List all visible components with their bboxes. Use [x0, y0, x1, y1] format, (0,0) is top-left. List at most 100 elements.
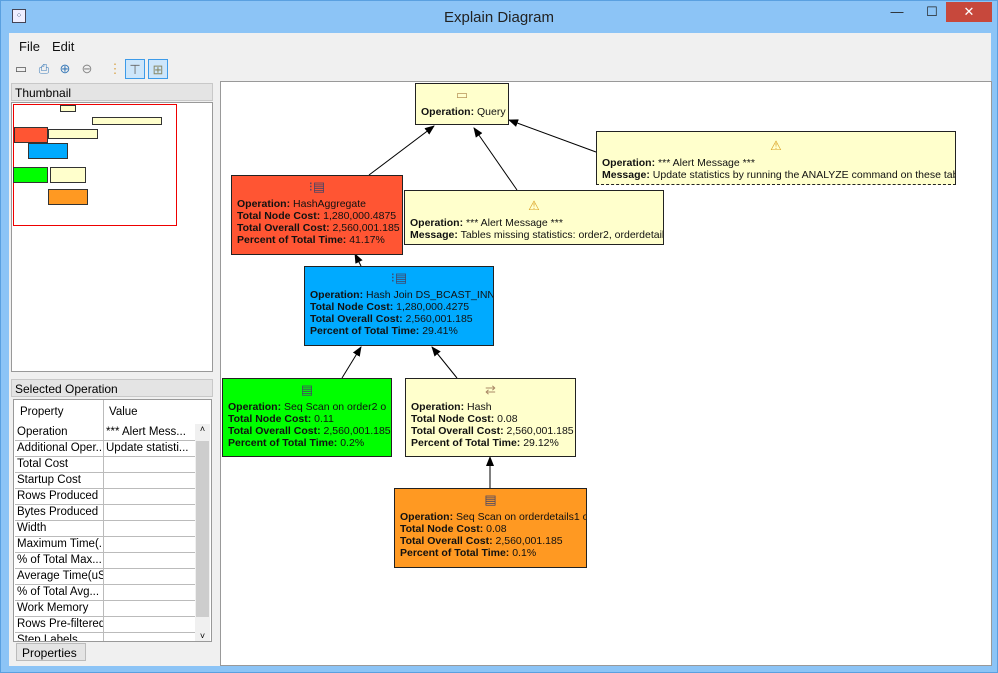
table-row[interactable]: Rows Pre-filtered: [15, 617, 195, 633]
op-value: Hash: [467, 401, 492, 413]
node-alert-missing-stats[interactable]: ⚠ Operation: *** Alert Message *** Messa…: [404, 190, 664, 245]
menu-edit[interactable]: Edit: [52, 39, 75, 54]
op-value: Seq Scan on orderdetails1 od: [456, 511, 587, 523]
print-icon[interactable]: ⎙: [38, 61, 50, 76]
properties-tab[interactable]: Properties: [16, 643, 86, 661]
close-button[interactable]: ✕: [946, 2, 992, 22]
properties-table: Property Value Operation*** Alert Mess..…: [13, 399, 212, 642]
overall-cost-label: Total Overall Cost:: [228, 425, 321, 437]
node-cost: 1,280,000.4275: [396, 301, 470, 313]
table-row[interactable]: Work Memory: [15, 601, 195, 617]
table-row[interactable]: % of Total Avg...: [15, 585, 195, 601]
hash-icon: ⇄: [485, 382, 496, 397]
property-name: Width: [17, 522, 47, 534]
hash-join-icon: ⁝▤: [390, 270, 408, 285]
edge-seqscan1-hashjoin: [341, 346, 362, 379]
diagram-canvas[interactable]: ▭ Operation: Query ⁝▤ Operation: HashAgg…: [220, 81, 992, 666]
property-name: Work Memory: [17, 602, 89, 614]
menu-file[interactable]: File: [19, 39, 40, 54]
percent-value: 0.2%: [340, 437, 365, 449]
edges: [341, 119, 597, 488]
node-cost: 0.08: [497, 413, 518, 425]
table-row[interactable]: % of Total Max...: [15, 553, 195, 569]
mini-hash: [50, 167, 86, 183]
op-label: Operation:: [602, 157, 656, 169]
percent-label: Percent of Total Time:: [228, 437, 338, 449]
message-label: Message:: [602, 169, 650, 181]
percent-label: Percent of Total Time:: [400, 547, 510, 559]
percent-value: 29.41%: [422, 325, 458, 337]
property-name: % of Total Avg...: [17, 586, 100, 598]
layout-icon[interactable]: ⊤: [125, 59, 145, 79]
toolbar: ▭ ⎙ ⊕ ⊖ ⋮ ⊤ ⊞: [9, 59, 991, 81]
column-header-value[interactable]: Value: [109, 406, 138, 418]
property-name: Bytes Produced: [17, 506, 99, 518]
op-value: *** Alert Message ***: [658, 157, 755, 169]
op-label: Operation:: [410, 217, 464, 229]
node-hashaggregate[interactable]: ⁝▤ Operation: HashAggregate Total Node C…: [231, 175, 403, 255]
maximize-button[interactable]: ☐: [926, 4, 938, 19]
scroll-down-icon[interactable]: ˅: [199, 631, 206, 641]
table-row[interactable]: Maximum Time(...: [15, 537, 195, 553]
save-icon[interactable]: ▭: [14, 61, 28, 76]
overall-cost-label: Total Overall Cost:: [400, 535, 493, 547]
node-query[interactable]: ▭ Operation: Query: [415, 83, 509, 125]
overall-cost-label: Total Overall Cost:: [237, 222, 330, 234]
property-value: Update statisti...: [106, 442, 189, 454]
expand-icon[interactable]: ⊞: [148, 59, 168, 79]
thumbnail-canvas[interactable]: [11, 102, 213, 372]
node-seq-scan-orderdetails1[interactable]: ▤ Operation: Seq Scan on orderdetails1 o…: [394, 488, 587, 568]
table-row[interactable]: Operation*** Alert Mess...: [15, 425, 195, 441]
table-row[interactable]: Step Labels: [15, 633, 195, 642]
mini-seqscan2: [48, 189, 88, 205]
title-bar: ⁘ Explain Diagram — ☐ ✕: [1, 1, 997, 33]
op-label: Operation:: [310, 289, 364, 301]
overall-cost: 2,560,001.185: [405, 313, 473, 325]
node-cost-label: Total Node Cost:: [237, 210, 321, 222]
node-hash[interactable]: ⇄ Operation: Hash Total Node Cost: 0.08 …: [405, 378, 576, 457]
scroll-up-icon[interactable]: ˄: [199, 424, 206, 434]
overall-cost: 2,560,001.185: [495, 535, 563, 547]
node-alert-update-stats[interactable]: ⚠ Operation: *** Alert Message *** Messa…: [596, 131, 956, 185]
overall-cost-label: Total Overall Cost:: [310, 313, 403, 325]
selected-operation-header: Selected Operation: [11, 379, 213, 397]
property-name: Step Labels: [17, 634, 78, 642]
edge-hashjoin-hashagg: [354, 253, 363, 267]
table-row[interactable]: Bytes Produced: [15, 505, 195, 521]
percent-value: 41.17%: [349, 234, 385, 246]
vertical-scrollbar[interactable]: ˄ ˅: [195, 424, 210, 641]
thumbnail-header: Thumbnail: [11, 83, 213, 101]
scrollbar-thumb[interactable]: [196, 441, 209, 617]
table-row[interactable]: Startup Cost: [15, 473, 195, 489]
zoom-out-icon[interactable]: ⊖: [81, 61, 93, 76]
node-cost-label: Total Node Cost:: [411, 413, 495, 425]
op-value: *** Alert Message ***: [466, 217, 563, 229]
folder-icon: ▭: [455, 87, 469, 102]
table-row[interactable]: Additional Oper...Update statisti...: [15, 441, 195, 457]
table-row[interactable]: Total Cost: [15, 457, 195, 473]
percent-label: Percent of Total Time:: [237, 234, 347, 246]
mini-alert2: [92, 117, 162, 125]
edge-alert2-query: [508, 119, 597, 153]
table-row[interactable]: Rows Produced: [15, 489, 195, 505]
property-name: Additional Oper...: [17, 442, 103, 454]
thumbnail-viewport[interactable]: [13, 104, 177, 226]
property-name: Startup Cost: [17, 474, 81, 486]
column-header-property[interactable]: Property: [20, 406, 64, 418]
table-row[interactable]: Width: [15, 521, 195, 537]
op-label: Operation:: [421, 106, 475, 118]
table-header: Property Value: [14, 400, 196, 424]
table-row[interactable]: Average Time(uS): [15, 569, 195, 585]
percent-value: 0.1%: [512, 547, 537, 559]
node-cost-label: Total Node Cost:: [310, 301, 394, 313]
node-seq-scan-order2[interactable]: ▤ Operation: Seq Scan on order2 o Total …: [222, 378, 392, 457]
percent-label: Percent of Total Time:: [310, 325, 420, 337]
tree-icon[interactable]: ⋮: [108, 61, 122, 76]
node-hash-join[interactable]: ⁝▤ Operation: Hash Join DS_BCAST_INNER T…: [304, 266, 494, 346]
mini-seqscan1: [13, 167, 48, 183]
zoom-in-icon[interactable]: ⊕: [59, 61, 71, 76]
minimize-button[interactable]: —: [890, 4, 904, 19]
window-title: Explain Diagram: [443, 9, 555, 26]
op-value: HashAggregate: [293, 198, 366, 210]
